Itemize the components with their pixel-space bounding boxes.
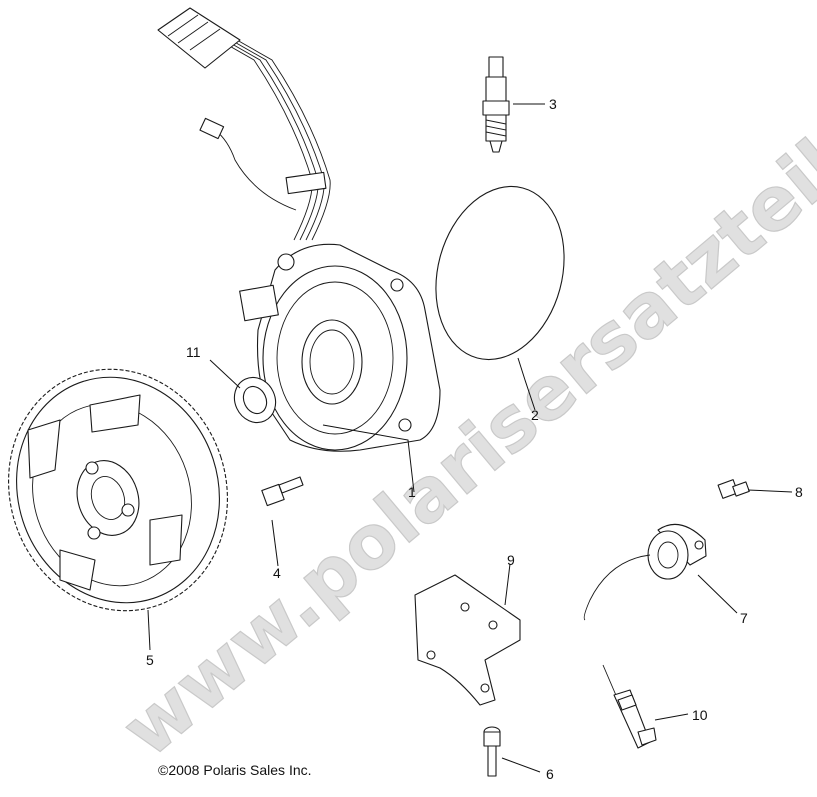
part-pickup-sensor[interactable] (583, 523, 707, 621)
part-seal[interactable] (227, 371, 283, 430)
callout-label: 10 (692, 707, 708, 723)
part-screw[interactable] (717, 479, 750, 499)
part-spark-plug[interactable] (482, 56, 510, 153)
callout-label: 9 (507, 552, 515, 568)
callout-label: 3 (549, 96, 557, 112)
callout-label: 5 (146, 652, 154, 668)
copyright-text: ©2008 Polaris Sales Inc. (158, 762, 312, 778)
callout-label: 6 (546, 766, 554, 782)
stator-wire-harness (199, 39, 331, 241)
part-sensor[interactable] (602, 664, 657, 749)
callout-label: 1 (408, 484, 416, 500)
part-flywheel[interactable] (0, 341, 258, 640)
part-stator[interactable] (157, 7, 441, 452)
part-bolt[interactable] (261, 476, 304, 507)
callout-label: 2 (531, 407, 539, 423)
callout-label: 7 (740, 610, 748, 626)
callout-label: 11 (186, 344, 201, 360)
leader-lines (147, 103, 793, 773)
part-rivet[interactable] (483, 726, 501, 777)
callout-label: 4 (273, 565, 281, 581)
callout-label: 8 (795, 484, 803, 500)
part-gasket[interactable] (417, 172, 582, 374)
part-bracket[interactable] (414, 574, 521, 706)
stator-connector (157, 7, 241, 69)
